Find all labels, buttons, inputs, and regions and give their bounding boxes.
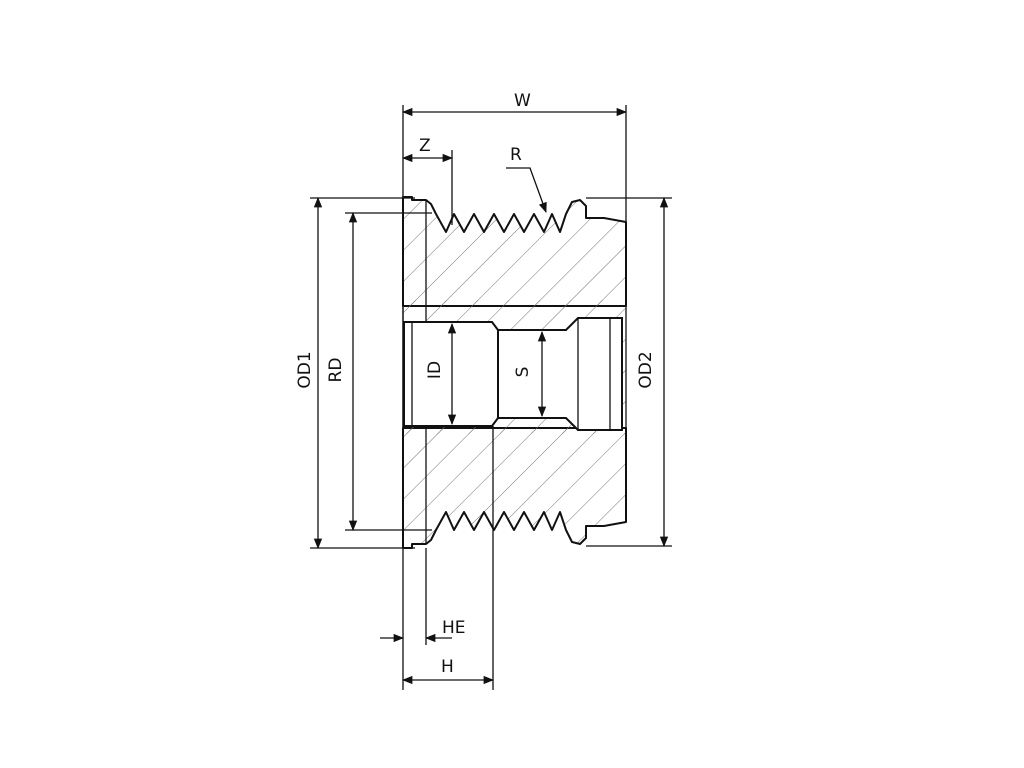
label-s: S <box>513 367 533 378</box>
pulley-upper-half <box>402 196 627 307</box>
label-od1: OD1 <box>295 351 315 388</box>
dimension-lines <box>313 107 669 685</box>
label-id: ID <box>425 361 445 379</box>
label-w: W <box>514 91 531 111</box>
label-r: R <box>510 145 522 165</box>
label-h: H <box>441 657 454 677</box>
bore-s <box>497 317 623 431</box>
label-rd: RD <box>326 358 346 383</box>
label-he: HE <box>442 618 466 638</box>
pulley-body <box>402 196 627 549</box>
dim-r-leader <box>506 167 547 213</box>
dimension-labels: W Z R OD1 RD ID S OD2 HE H <box>295 91 656 677</box>
pulley-lower-half <box>402 427 627 549</box>
label-z: Z <box>419 136 431 156</box>
extension-lines <box>310 105 672 690</box>
label-od2: OD2 <box>636 351 656 388</box>
bore-id <box>403 321 499 427</box>
